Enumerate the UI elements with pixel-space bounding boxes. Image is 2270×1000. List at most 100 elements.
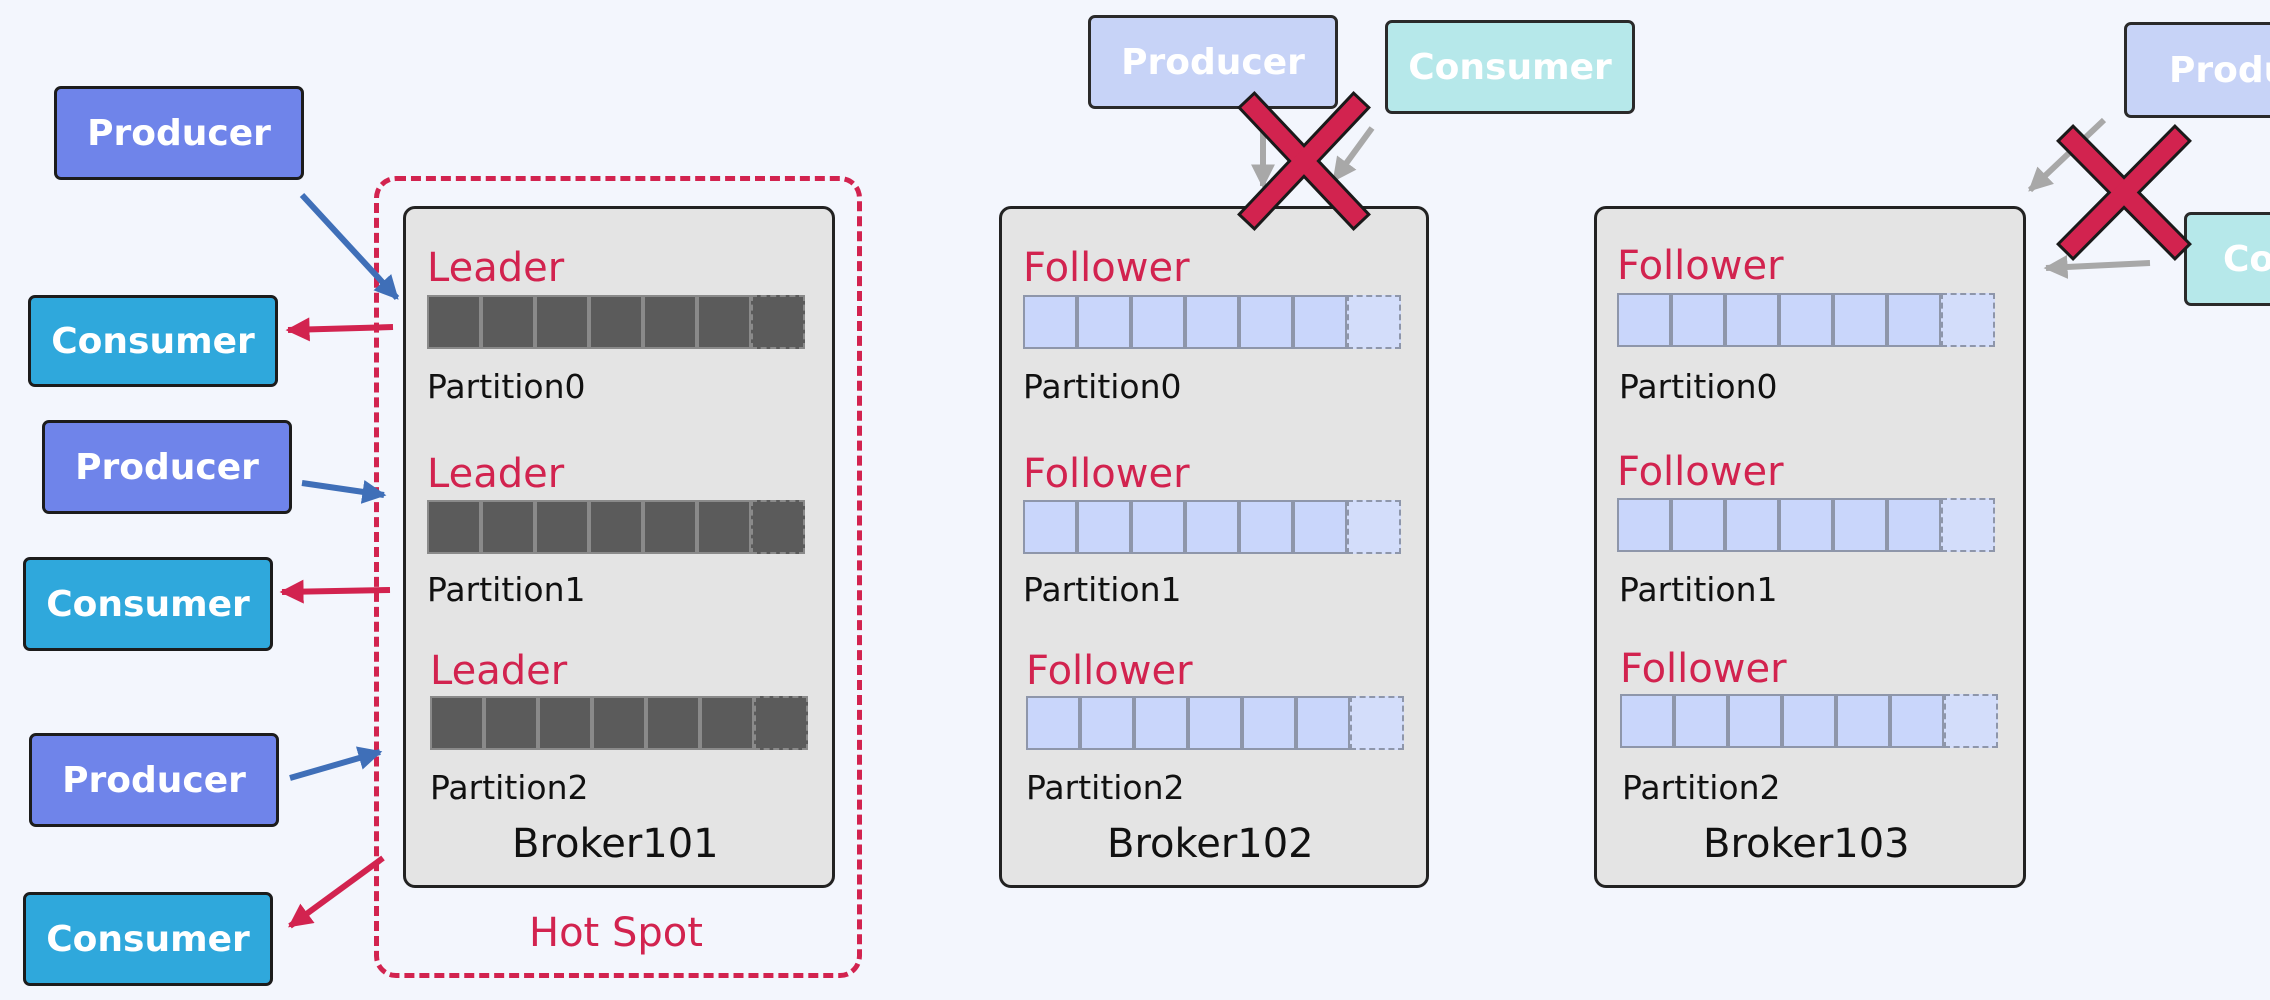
partition-cell bbox=[1887, 498, 1941, 552]
partition-next-slot bbox=[1941, 293, 1995, 347]
partition-cell bbox=[592, 696, 646, 750]
partition-cell bbox=[427, 295, 481, 349]
broker-101-partition0-role: Leader bbox=[427, 245, 565, 291]
partition-cell bbox=[1185, 500, 1239, 554]
consumer-broker103[interactable]: Co bbox=[2184, 212, 2270, 306]
broker-101-partition2-bar bbox=[430, 696, 808, 750]
partition-cell bbox=[1185, 295, 1239, 349]
partition-cell bbox=[484, 696, 538, 750]
broker-103-partition1-role: Follower bbox=[1617, 449, 1784, 495]
partition-cell bbox=[1134, 696, 1188, 750]
partition-cell bbox=[1833, 498, 1887, 552]
partition-cell bbox=[1023, 500, 1077, 554]
partition-next-slot bbox=[754, 696, 808, 750]
partition-cell bbox=[1890, 694, 1944, 748]
broker-103-name: Broker103 bbox=[1703, 821, 1910, 867]
partition-cell bbox=[1671, 498, 1725, 552]
partition-cell bbox=[697, 295, 751, 349]
partition-cell bbox=[1725, 498, 1779, 552]
arrow-icon-blocked-producer-broker103 bbox=[2027, 117, 2107, 193]
hot-spot-label: Hot Spot bbox=[529, 910, 703, 956]
broker-101-partition2-label: Partition2 bbox=[430, 768, 589, 807]
partition-cell bbox=[538, 696, 592, 750]
broker-101-name: Broker101 bbox=[512, 821, 719, 867]
partition-next-slot bbox=[751, 500, 805, 554]
partition-cell bbox=[1026, 696, 1080, 750]
broker-102-partition0-label: Partition0 bbox=[1023, 367, 1182, 406]
partition-cell bbox=[1617, 293, 1671, 347]
partition-cell bbox=[1077, 500, 1131, 554]
partition-cell bbox=[1836, 694, 1890, 748]
partition-next-slot bbox=[1941, 498, 1995, 552]
partition-cell bbox=[1779, 498, 1833, 552]
producer-broker103[interactable]: Produ bbox=[2124, 22, 2270, 118]
partition-cell bbox=[1242, 696, 1296, 750]
partition-next-slot bbox=[1347, 500, 1401, 554]
partition-cell bbox=[430, 696, 484, 750]
partition-cell bbox=[1617, 498, 1671, 552]
partition-cell bbox=[1131, 500, 1185, 554]
partition-cell bbox=[643, 295, 697, 349]
broker-102-partition1-label: Partition1 bbox=[1023, 570, 1182, 609]
partition-next-slot bbox=[1944, 694, 1998, 748]
broker-102-partition1-bar bbox=[1023, 500, 1401, 554]
broker-101-partition0-label: Partition0 bbox=[427, 367, 586, 406]
partition-cell bbox=[1131, 295, 1185, 349]
broker-102-partition0-role: Follower bbox=[1023, 245, 1190, 291]
broker-103-partition2-bar bbox=[1620, 694, 1998, 748]
broker-102-partition2-bar bbox=[1026, 696, 1404, 750]
arrow-icon-blocked-consumer-broker102 bbox=[1331, 126, 1375, 182]
partition-cell bbox=[1782, 694, 1836, 748]
producer-broker102[interactable]: Producer bbox=[1088, 15, 1338, 109]
arrow-icon-producer3-to-broker101 bbox=[289, 746, 383, 781]
partition-cell bbox=[1833, 293, 1887, 347]
broker-103-partition0-role: Follower bbox=[1617, 243, 1784, 289]
partition-next-slot bbox=[1347, 295, 1401, 349]
partition-cell bbox=[1779, 293, 1833, 347]
partition-cell bbox=[1023, 295, 1077, 349]
partition-cell bbox=[1080, 696, 1134, 750]
partition-cell bbox=[535, 295, 589, 349]
partition-cell bbox=[1725, 293, 1779, 347]
partition-cell bbox=[481, 500, 535, 554]
partition-cell bbox=[646, 696, 700, 750]
broker-101-partition1-label: Partition1 bbox=[427, 570, 586, 609]
arrow-icon-broker101-to-consumer3 bbox=[288, 855, 385, 929]
partition-cell bbox=[589, 500, 643, 554]
broker-103-partition1-label: Partition1 bbox=[1619, 570, 1778, 609]
partition-cell bbox=[427, 500, 481, 554]
partition-cell bbox=[1293, 295, 1347, 349]
broker-101-partition2-role: Leader bbox=[430, 648, 568, 694]
broker-101-partition0-bar bbox=[427, 295, 805, 349]
consumer-3[interactable]: Consumer bbox=[23, 892, 273, 986]
partition-cell bbox=[535, 500, 589, 554]
partition-cell bbox=[1239, 295, 1293, 349]
producer-1[interactable]: Producer bbox=[54, 86, 304, 180]
consumer-broker102[interactable]: Consumer bbox=[1385, 20, 1635, 114]
cross-icon-broker102 bbox=[1237, 91, 1371, 231]
partition-cell bbox=[1887, 293, 1941, 347]
broker-102-partition2-label: Partition2 bbox=[1026, 768, 1185, 807]
partition-cell bbox=[481, 295, 535, 349]
broker-102-partition2-role: Follower bbox=[1026, 648, 1193, 694]
partition-cell bbox=[589, 295, 643, 349]
arrow-icon-blocked-consumer-broker103 bbox=[2043, 254, 2151, 279]
broker-101-partition1-bar bbox=[427, 500, 805, 554]
broker-102-partition1-role: Follower bbox=[1023, 451, 1190, 497]
partition-cell bbox=[700, 696, 754, 750]
producer-3[interactable]: Producer bbox=[29, 733, 279, 827]
partition-cell bbox=[1296, 696, 1350, 750]
partition-cell bbox=[1293, 500, 1347, 554]
broker-101-partition1-role: Leader bbox=[427, 451, 565, 497]
broker-103-partition0-bar bbox=[1617, 293, 1995, 347]
producer-2[interactable]: Producer bbox=[42, 420, 292, 514]
broker-102-partition0-bar bbox=[1023, 295, 1401, 349]
partition-cell bbox=[1620, 694, 1674, 748]
partition-cell bbox=[697, 500, 751, 554]
consumer-1[interactable]: Consumer bbox=[28, 295, 278, 387]
partition-cell bbox=[1239, 500, 1293, 554]
consumer-2[interactable]: Consumer bbox=[23, 557, 273, 651]
partition-cell bbox=[1188, 696, 1242, 750]
broker-103-partition1-bar bbox=[1617, 498, 1995, 552]
